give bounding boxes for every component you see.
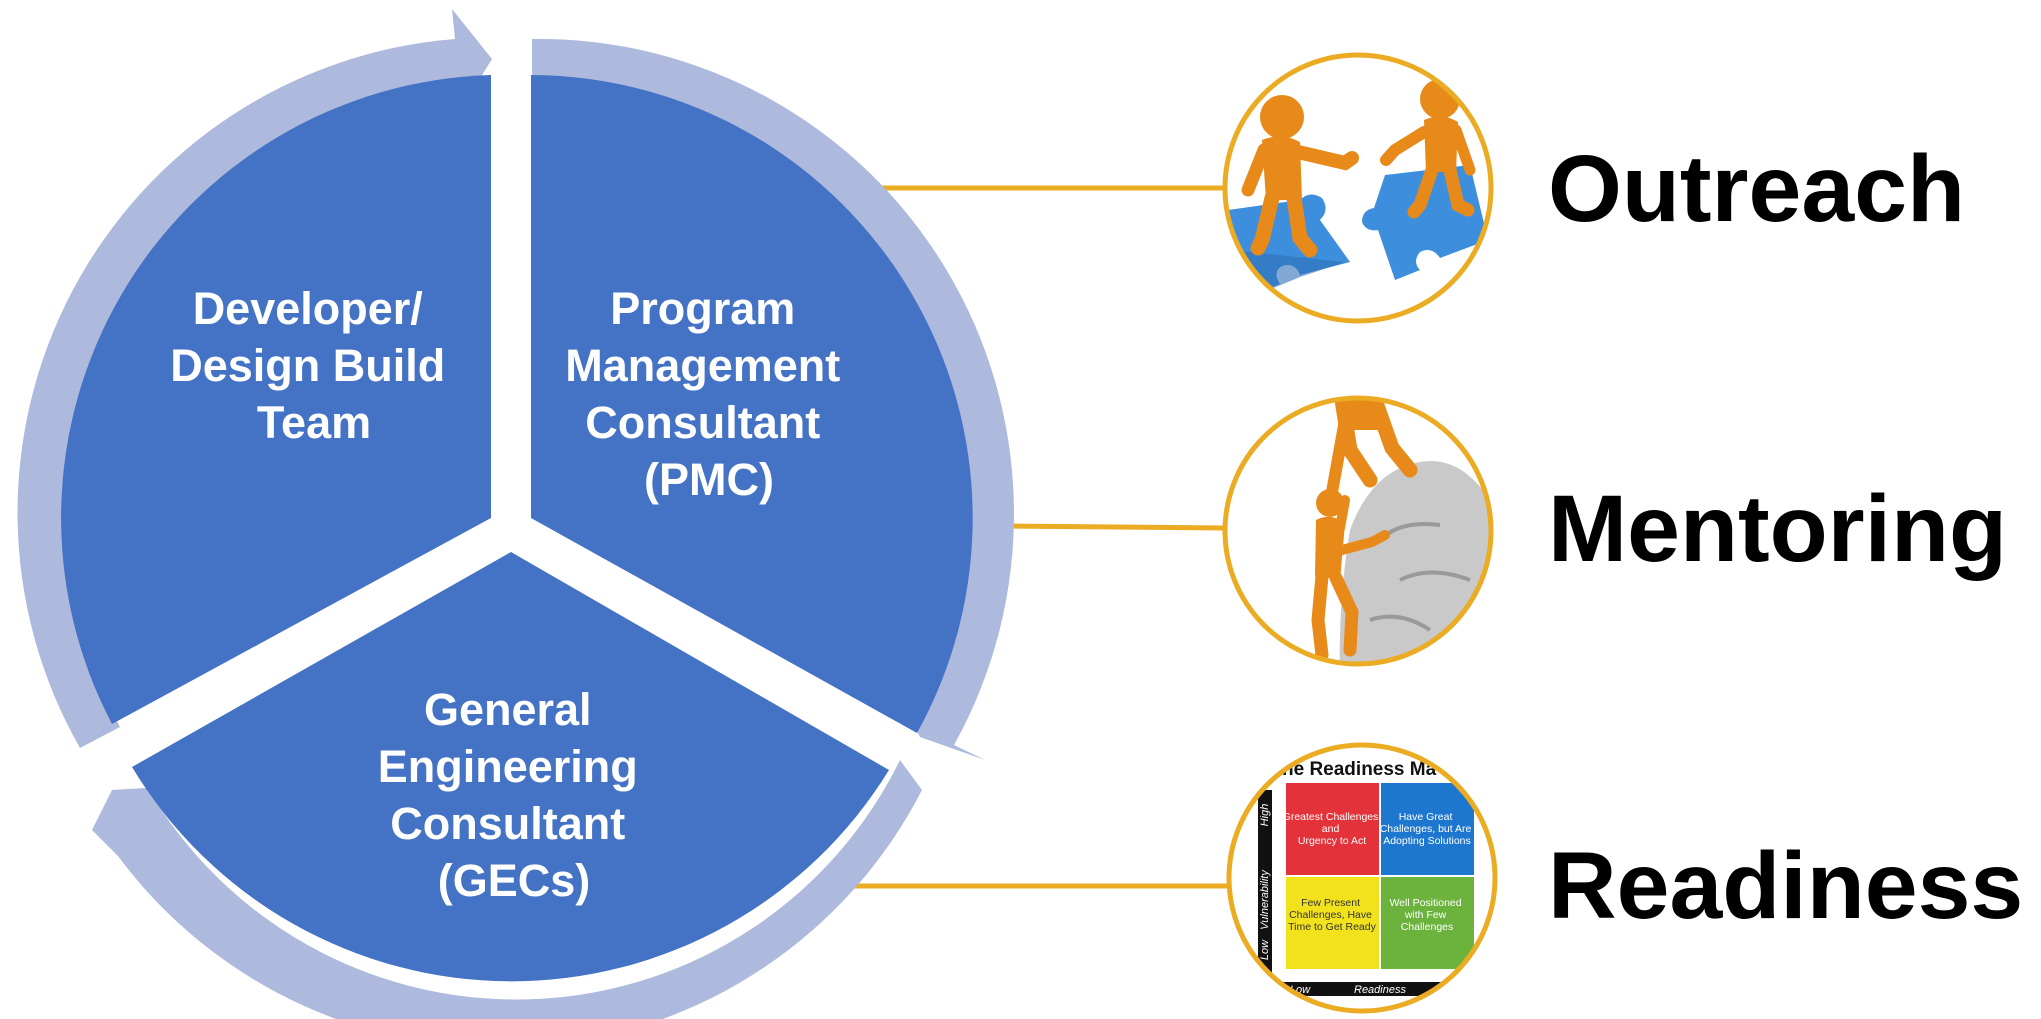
matrix-x-axis: Readiness — [1354, 984, 1406, 996]
matrix-y-axis: Vulnerability — [1259, 869, 1271, 930]
puzzle-handshake-icon — [1222, 52, 1494, 324]
matrix-cell-top-right — [1381, 783, 1474, 875]
segment-developer — [61, 75, 491, 724]
readiness-matrix-icon: he Readiness Ma Vulnerability High Low G… — [1226, 742, 1498, 1014]
cycle-pie — [61, 75, 973, 982]
arrow-ring-pmc — [532, 38, 1014, 761]
climbing-help-icon — [1222, 395, 1494, 667]
segment-label-pmc: Program Management Consultant (PMC) — [565, 283, 853, 505]
matrix-cell-text-bottom-right: Well Positioned with Few Challenges — [1389, 897, 1464, 933]
segment-label-developer: Developer/ Design Build Team — [170, 283, 458, 448]
matrix-y-low: Low — [1259, 939, 1271, 960]
matrix-y-high: High — [1259, 804, 1271, 827]
pillar-label-outreach: Outreach — [1548, 136, 1965, 242]
segment-label-gec: General Engineering Consultant (GECs) — [378, 684, 651, 906]
segment-pmc — [531, 75, 973, 733]
matrix-cell-bottom-right — [1381, 877, 1474, 969]
matrix-cell-bottom-left — [1286, 877, 1379, 969]
matrix-cell-text-bottom-left: Few Present Challenges, Have Time to Get… — [1288, 897, 1376, 933]
matrix-title: he Readiness Ma — [1282, 759, 1437, 780]
matrix-cell-text-top-right: Have Great Challenges, but Are Adopting … — [1380, 811, 1475, 847]
pillar-label-readiness: Readiness — [1548, 833, 2023, 939]
matrix-cell-text-top-left: Greatest Challenges and Urgency to Act — [1283, 811, 1382, 847]
connector-mentoring — [999, 523, 1226, 531]
segment-gec — [132, 552, 889, 982]
matrix-cell-top-left — [1286, 783, 1379, 875]
arrow-ring-gec — [92, 760, 922, 1019]
pillar-label-mentoring: Mentoring — [1548, 476, 2007, 582]
